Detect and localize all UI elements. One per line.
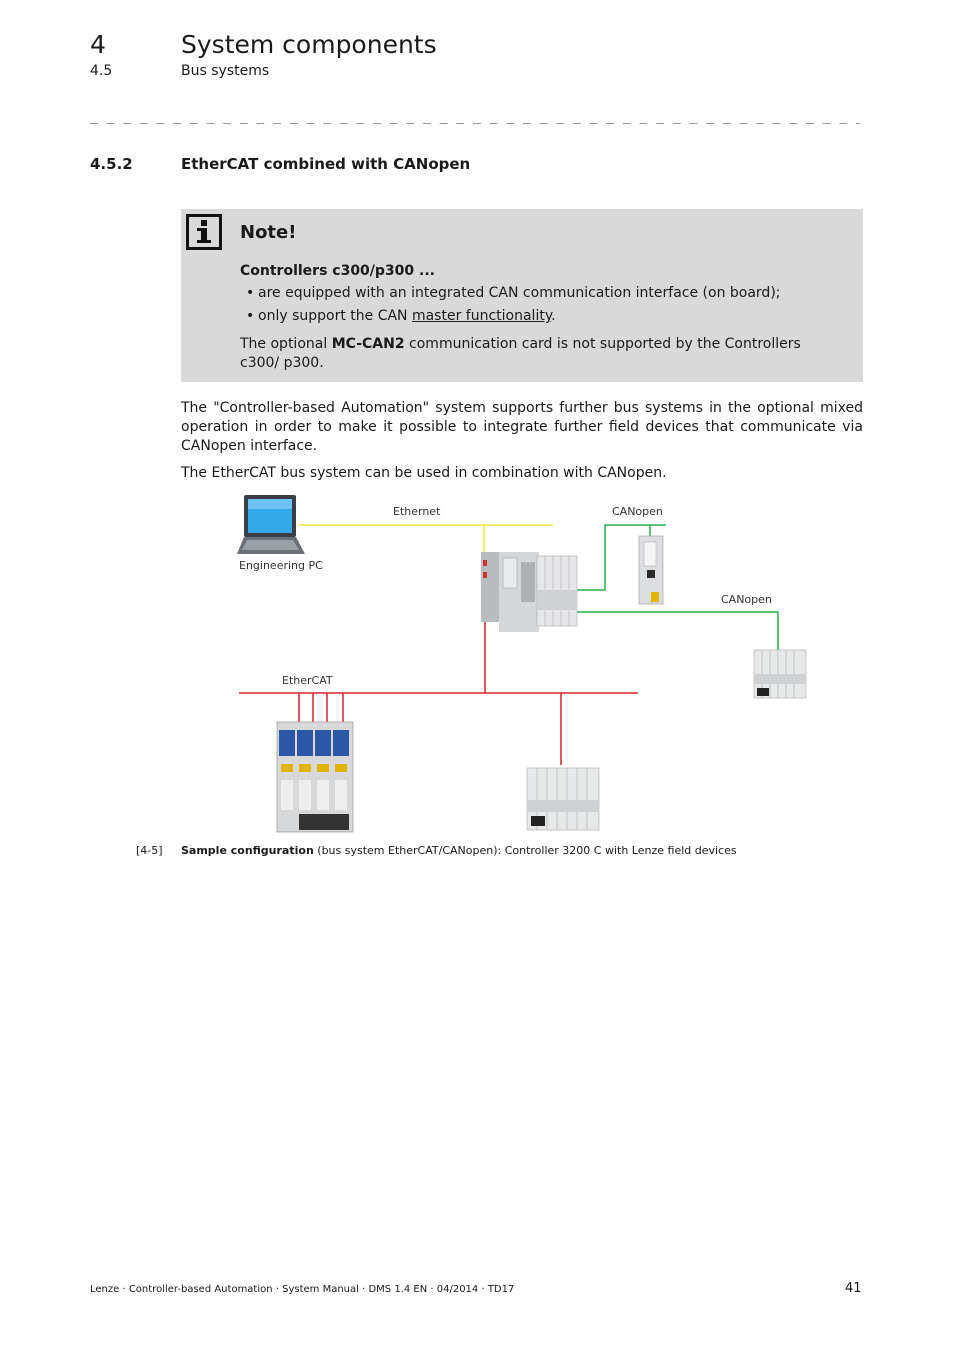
laptop-icon [237, 495, 305, 554]
figure-label: [4-5] [136, 844, 163, 857]
note-bullet-1: are equipped with an integrated CAN comm… [258, 285, 781, 301]
ethercat-drives-icon [276, 721, 354, 833]
note-box [181, 209, 863, 382]
note-bullet-2-after: . [551, 308, 556, 324]
canopen-drive-icon [638, 535, 664, 605]
bullet-marker: • [246, 308, 255, 324]
note-para-before: The optional [240, 336, 332, 352]
canopen-io-module-icon [753, 649, 807, 699]
bullet-marker: • [246, 285, 255, 301]
body-paragraph-2: The EtherCAT bus system can be used in c… [181, 465, 667, 481]
canopen-line-2 [521, 611, 779, 650]
note-bullet-2-before: only support the CAN [258, 308, 412, 324]
footer-text: Lenze · Controller-based Automation · Sy… [90, 1284, 515, 1295]
subsection-number: 4.5.2 [90, 155, 133, 173]
master-functionality-link[interactable]: master functionality [411, 308, 552, 324]
label-ethernet: Ethernet [393, 505, 441, 518]
note-para-bold: MC-CAN2 [331, 336, 405, 352]
note-title: Note! [240, 222, 297, 243]
network-diagram: Ethernet CANopen CANopen EtherCAT Engine… [237, 495, 807, 833]
body-paragraph-1: The "Controller-based Automation" system… [181, 400, 863, 454]
label-canopen-2: CANopen [721, 593, 772, 606]
note-bullet-2: only support the CAN master functionalit… [258, 308, 556, 324]
figure-caption: Sample configuration (bus system EtherCA… [181, 844, 737, 857]
chapter-title: System components [181, 30, 437, 59]
ethercat-io-module-icon [526, 767, 600, 831]
chapter-number: 4 [90, 30, 106, 59]
header-separator: _ _ _ _ _ _ _ _ _ _ _ _ _ _ _ _ _ _ _ _ … [90, 110, 860, 124]
subsection-title: EtherCAT combined with CANopen [181, 155, 471, 173]
label-canopen-1: CANopen [612, 505, 663, 518]
info-icon [186, 214, 222, 250]
note-subtitle: Controllers c300/p300 ... [240, 263, 435, 279]
section-title: Bus systems [181, 63, 270, 79]
figure-caption-rest: (bus system EtherCAT/CANopen): Controlle… [313, 844, 737, 857]
page-number: 41 [845, 1281, 862, 1296]
section-number: 4.5 [90, 63, 113, 79]
figure-caption-bold: Sample configuration [181, 844, 314, 857]
note-paragraph: The optional MC-CAN2 communication card … [240, 335, 840, 373]
label-ethercat: EtherCAT [282, 674, 333, 687]
label-engineering-pc: Engineering PC [239, 559, 323, 572]
controller-device-icon [481, 552, 578, 632]
note-para-after: communication card is not supported by t… [240, 336, 801, 371]
